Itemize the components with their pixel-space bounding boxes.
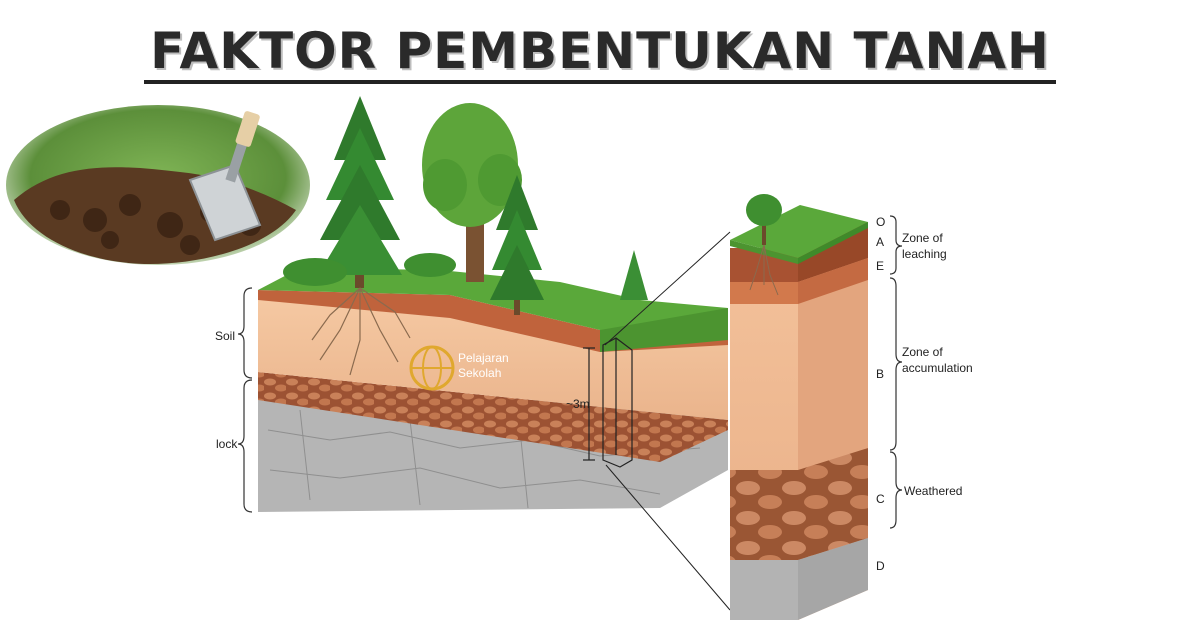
- page-title: FAKTOR PEMBENTUKAN TANAH: [0, 22, 1200, 84]
- zone-leaching-line2: leaching: [902, 247, 947, 261]
- zone-accumulation-line1: Zone of: [902, 345, 943, 359]
- tree-left: [318, 96, 402, 288]
- horizon-d: D: [876, 559, 885, 573]
- landscape-block: [258, 268, 728, 512]
- rock-label: lock: [216, 437, 238, 451]
- zoom-connectors: [604, 231, 731, 611]
- zone-leaching-line1: Zone of: [902, 231, 943, 245]
- bushes: [283, 253, 456, 286]
- trowel-icon: [188, 111, 262, 242]
- zone-accumulation-line2: accumulation: [902, 361, 973, 375]
- depth-marker: [583, 347, 595, 461]
- horizon-c: C: [876, 492, 885, 506]
- bracket-leaching: [889, 215, 903, 275]
- soil-photo: [6, 105, 310, 265]
- soil-label: Soil: [215, 329, 235, 343]
- horizon-b: B: [876, 367, 884, 381]
- bracket-weathered: [889, 451, 903, 529]
- tree-right: [490, 175, 544, 315]
- subsoil-layer: [258, 300, 728, 420]
- tree-roots: [311, 287, 411, 376]
- tree-small: [620, 250, 648, 300]
- zone-weathered: Weathered: [904, 484, 962, 498]
- bracket-accumulation: [889, 277, 903, 451]
- sample-box: [602, 337, 633, 468]
- soil-bracket: [237, 287, 253, 379]
- page-title-text: FAKTOR PEMBENTUKAN TANAH: [144, 22, 1056, 84]
- horizon-a: A: [876, 235, 884, 249]
- cobble-layer: [258, 372, 728, 462]
- horizon-o: O: [876, 215, 885, 229]
- horizon-e: E: [876, 259, 884, 273]
- depth-label: ~3m: [566, 397, 590, 411]
- watermark: Pelajaran Sekolah: [409, 345, 509, 391]
- watermark-line1: Pelajaran: [458, 351, 509, 365]
- watermark-line2: Sekolah: [458, 366, 501, 380]
- rock-bracket: [237, 379, 253, 513]
- soil-column: [730, 194, 868, 620]
